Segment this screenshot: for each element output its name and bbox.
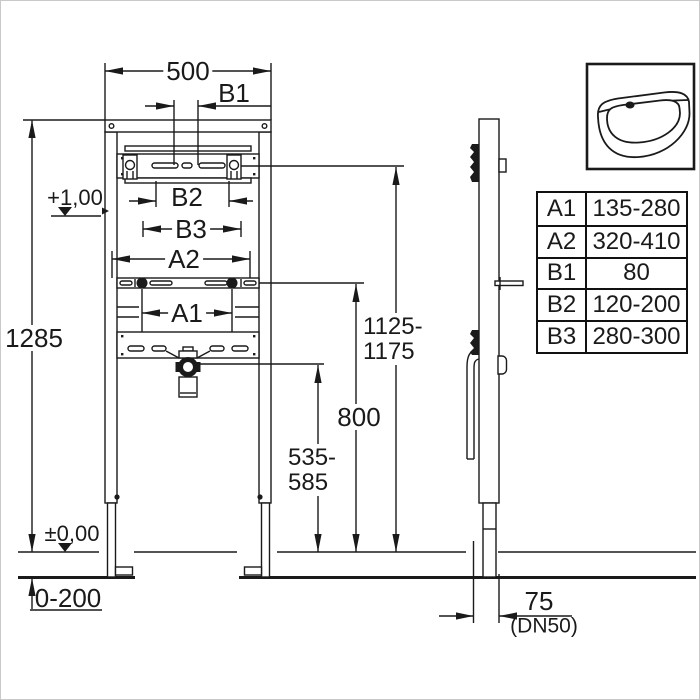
slot bbox=[119, 280, 133, 286]
basin-bolt-left bbox=[136, 277, 148, 289]
front-view-frame bbox=[104, 119, 272, 578]
slot bbox=[209, 345, 225, 352]
side-profile bbox=[478, 118, 500, 504]
level-triangle-floor bbox=[58, 543, 72, 552]
slot bbox=[204, 280, 228, 286]
drain-pipe-front bbox=[178, 376, 198, 398]
table-row-value: 80 bbox=[585, 256, 686, 289]
dim-0-200-label: 0-200 bbox=[34, 583, 102, 613]
table-row-value: 280-300 bbox=[585, 320, 686, 352]
tap-hole bbox=[625, 101, 635, 109]
right-leg bbox=[260, 502, 271, 578]
wall-bracket-upper bbox=[470, 144, 479, 182]
dim-a2-label: A2 bbox=[165, 246, 203, 272]
slot bbox=[198, 162, 226, 169]
faucet-bolt-left bbox=[124, 159, 136, 171]
basin-inner bbox=[606, 99, 681, 144]
dim-500-label: 500 bbox=[163, 58, 213, 84]
slot bbox=[243, 280, 257, 286]
slot bbox=[127, 345, 145, 352]
left-leg bbox=[106, 502, 117, 578]
slot bbox=[149, 280, 173, 286]
rail-hole bbox=[253, 173, 256, 176]
dim-1285-label: 1285 bbox=[2, 325, 66, 351]
dim-535-585-label: 535- 585 bbox=[286, 444, 339, 496]
dim-1125-1175-label: 1125- 1175 bbox=[361, 313, 425, 365]
faucet-bracket-side bbox=[498, 158, 507, 173]
table-row-label: B1 bbox=[538, 256, 585, 289]
table-row-label: B2 bbox=[538, 288, 585, 320]
table-row-label: A2 bbox=[538, 224, 585, 257]
table-row-value: 135-280 bbox=[585, 193, 686, 225]
dimension-table: A1 135-280 A2 320-410 B1 80 B2 120-200 B… bbox=[536, 191, 688, 354]
dim-dn50-label: (DN50) bbox=[510, 614, 578, 638]
table-row-label: B3 bbox=[538, 320, 585, 352]
basin-bolt-side bbox=[497, 355, 508, 375]
front-view-crossbars bbox=[116, 145, 260, 398]
drain-elbow-inner bbox=[473, 358, 480, 459]
table-row-label: A1 bbox=[546, 194, 577, 222]
screw-hole bbox=[261, 122, 268, 129]
faucet-bolt-right bbox=[228, 159, 240, 171]
floor-lines bbox=[18, 551, 696, 579]
rail-hole bbox=[253, 157, 256, 160]
dim-b1-label: B1 bbox=[218, 78, 250, 108]
dim-75-label: 75 bbox=[524, 586, 554, 616]
level-triangle-upper bbox=[58, 207, 72, 216]
threaded-rod bbox=[494, 280, 524, 287]
slot bbox=[231, 345, 249, 352]
wall-bracket-lower bbox=[470, 330, 479, 355]
drain-socket-hole bbox=[183, 362, 193, 372]
bracket-flange bbox=[124, 177, 252, 184]
slot bbox=[151, 345, 167, 352]
level-plus-100-label: +1,00 bbox=[47, 185, 103, 210]
left-rail bbox=[104, 131, 118, 504]
leg-clamp-screw bbox=[114, 494, 120, 500]
rail-hole bbox=[121, 157, 124, 160]
dim-800-label: 800 bbox=[334, 404, 384, 430]
screw-hole bbox=[108, 122, 115, 129]
side-leg bbox=[482, 502, 497, 578]
mounting-plate bbox=[124, 145, 252, 152]
rail-hole bbox=[121, 173, 124, 176]
level-zero-label: ±0,00 bbox=[44, 521, 100, 546]
left-foot bbox=[114, 566, 134, 576]
right-rail bbox=[258, 131, 272, 504]
slot bbox=[151, 162, 179, 169]
right-foot bbox=[243, 566, 263, 576]
basin-bolt-right bbox=[226, 277, 238, 289]
slot bbox=[181, 162, 193, 169]
washbasin-icon bbox=[585, 62, 696, 171]
leg-clamp-screw bbox=[257, 494, 263, 500]
dim-a1-label: A1 bbox=[168, 300, 206, 326]
dim-b2-label: B2 bbox=[171, 182, 203, 212]
dim-b3-label: B3 bbox=[172, 216, 210, 242]
drain-collar bbox=[178, 350, 198, 359]
table-row-value: 120-200 bbox=[585, 288, 686, 321]
top-crossbar bbox=[104, 119, 272, 133]
side-view bbox=[466, 118, 524, 578]
table-row-value: 320-410 bbox=[585, 224, 686, 257]
